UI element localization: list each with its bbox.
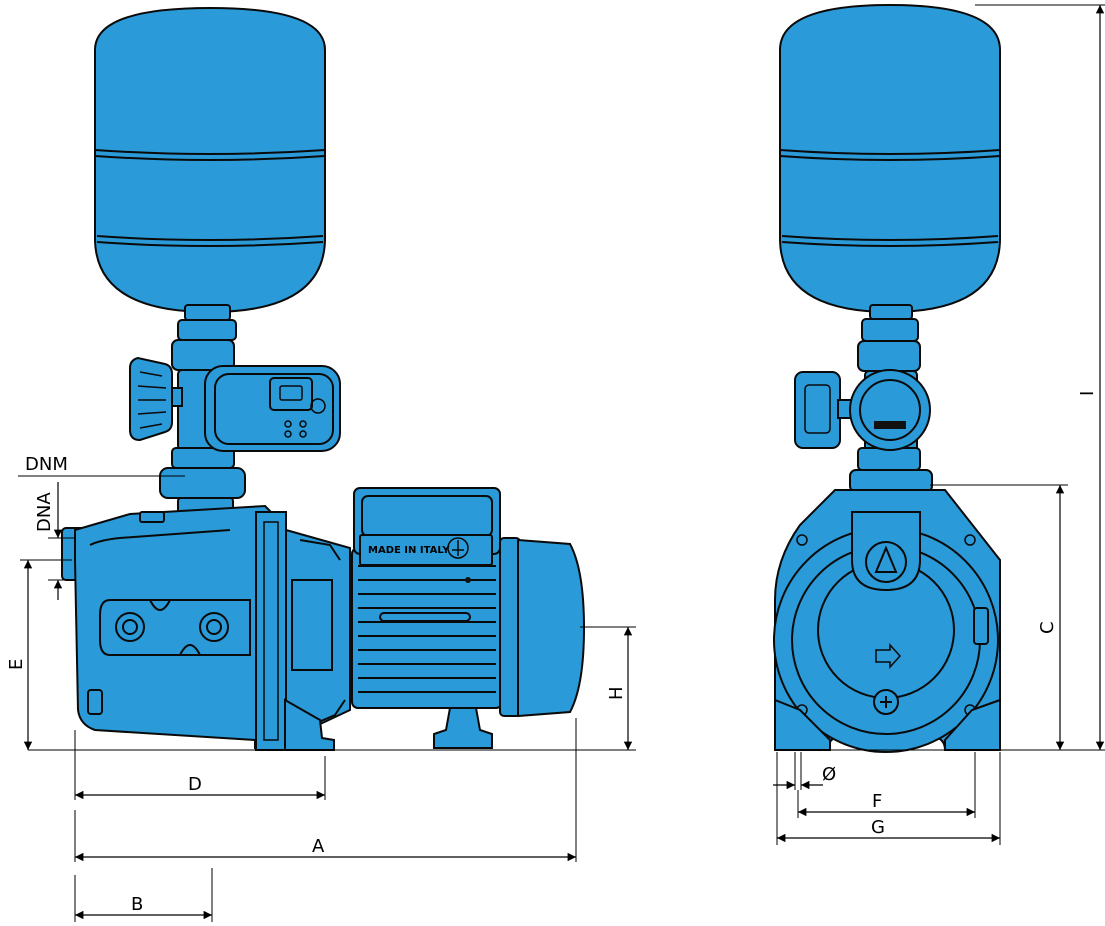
dim-dna: DNA	[34, 482, 75, 600]
expansion-tank-side	[94, 6, 326, 314]
dim-d: D	[74, 730, 326, 800]
tank-fittings-front	[794, 304, 933, 493]
label-g: G	[871, 817, 885, 838]
label-b: B	[131, 894, 143, 915]
label-phi: Ø	[822, 764, 836, 785]
motor: MADE IN ITALY	[351, 487, 586, 749]
dim-dnm: DNM	[18, 454, 185, 477]
dim-phi: Ø	[773, 752, 836, 790]
pump-body	[61, 504, 351, 751]
dim-g: G	[776, 752, 1001, 845]
pump-body-front	[773, 489, 1001, 753]
label-i: I	[1077, 391, 1098, 396]
front-view: C I Ø F G	[773, 3, 1105, 845]
label-dnm: DNM	[25, 454, 68, 475]
label-dna: DNA	[34, 492, 55, 532]
dim-c: C	[930, 484, 1068, 750]
label-h: H	[606, 686, 627, 700]
label-a: A	[312, 836, 325, 857]
control-unit	[204, 365, 341, 452]
dim-e: E	[6, 559, 72, 750]
label-f: F	[872, 791, 882, 812]
motor-plate-text: MADE IN ITALY	[368, 545, 450, 556]
side-view: MADE IN ITALY DNM DNA	[6, 6, 636, 922]
pressure-knob	[129, 356, 183, 442]
label-e: E	[6, 659, 27, 670]
dim-i: I	[975, 4, 1105, 750]
dim-f: F	[797, 752, 976, 818]
expansion-tank-front	[779, 3, 1001, 314]
label-c: C	[1037, 621, 1058, 634]
dim-h: H	[580, 626, 636, 751]
dim-b: B	[74, 868, 213, 922]
label-d: D	[188, 774, 202, 795]
dim-a: A	[74, 718, 577, 862]
